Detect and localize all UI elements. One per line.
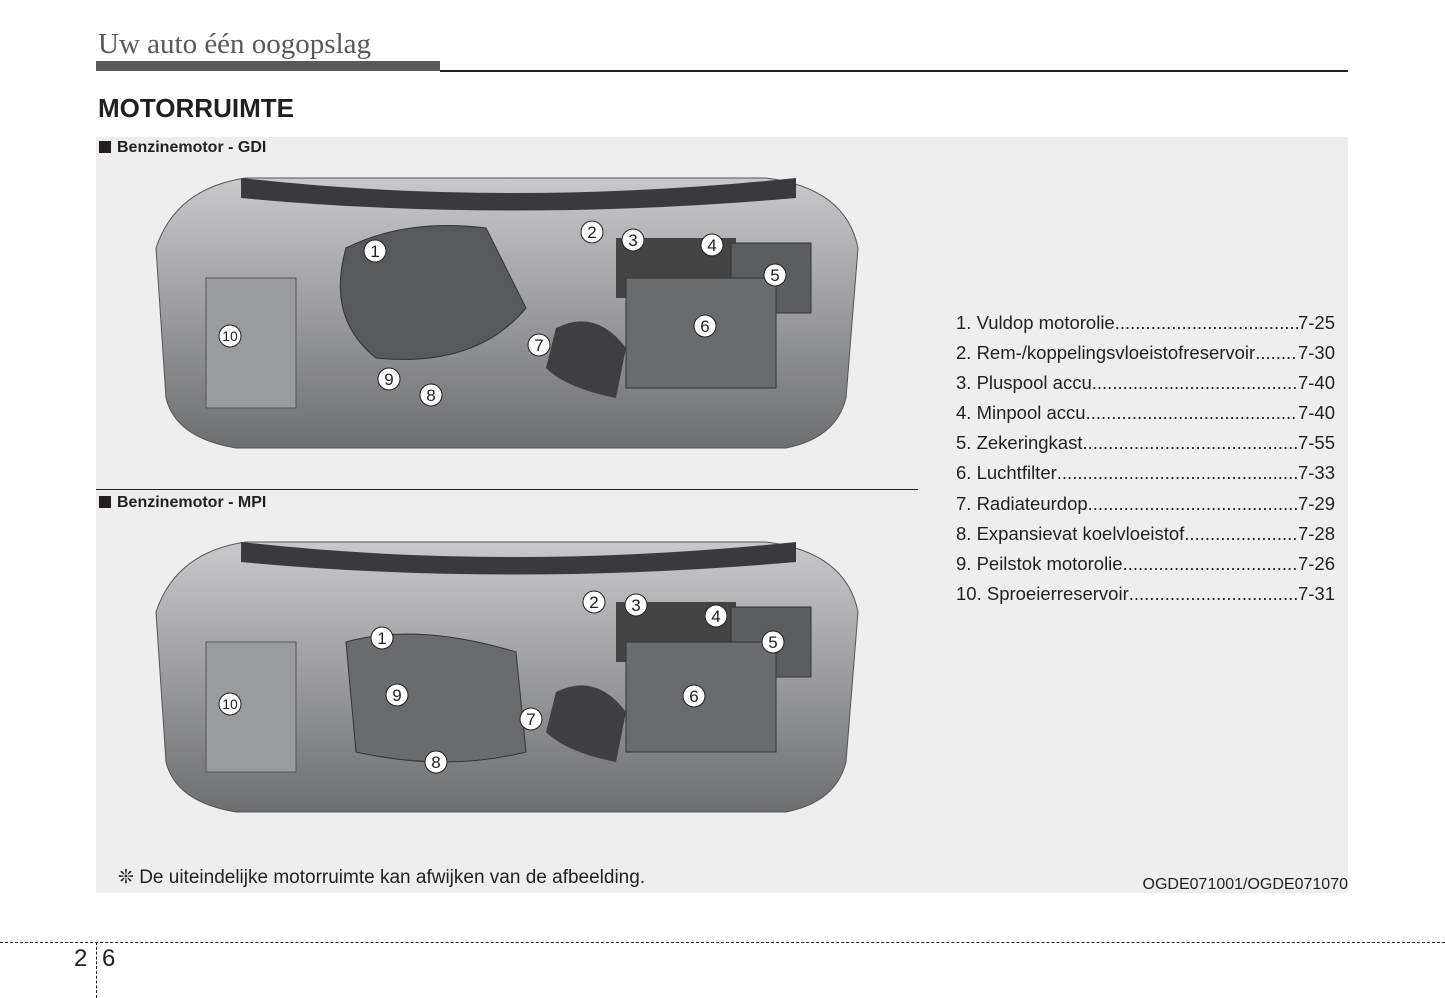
engine-illustration-gdi: 1 2 3 4 5 6 7 8 9 10 [155, 177, 859, 449]
svg-text:4: 4 [707, 236, 716, 255]
svg-text:9: 9 [384, 370, 393, 389]
callout-10: 10 [218, 692, 242, 716]
svg-text:3: 3 [631, 596, 640, 615]
svg-text:10: 10 [222, 328, 238, 344]
page-number-chapter: 2 [74, 945, 88, 972]
callout-9: 9 [385, 683, 409, 707]
callout-5: 5 [763, 263, 787, 287]
callout-10: 10 [218, 324, 242, 348]
svg-text:4: 4 [711, 607, 720, 626]
callout-2: 2 [582, 590, 606, 614]
callout-7: 7 [527, 333, 551, 357]
callout-6: 6 [682, 684, 706, 708]
legend-item: 2. Rem-/koppelingsvloeistofreservoir7-30 [956, 342, 1335, 372]
section-label-gdi: Benzinemotor - GDI [99, 139, 266, 157]
svg-text:9: 9 [392, 686, 401, 705]
callout-4: 4 [704, 604, 728, 628]
callout-9: 9 [377, 367, 401, 391]
legend-item: 3. Pluspool accu7-40 [956, 372, 1335, 402]
chapter-title: Uw auto één oogopslag [98, 28, 372, 60]
svg-text:5: 5 [768, 633, 777, 652]
legend-item: 7. Radiateurdop7-29 [956, 493, 1335, 523]
callout-5: 5 [761, 630, 785, 654]
page-title: MOTORRUIMTE [98, 93, 294, 123]
svg-text:1: 1 [377, 629, 386, 648]
callout-8: 8 [419, 383, 443, 407]
svg-text:7: 7 [526, 710, 535, 729]
page-number: 6 [102, 945, 116, 972]
svg-text:6: 6 [700, 317, 709, 336]
legend-item: 4. Minpool accu7-40 [956, 402, 1335, 432]
callout-4: 4 [700, 233, 724, 257]
legend-item: 10. Sproeierreservoir7-31 [956, 583, 1335, 613]
svg-text:6: 6 [689, 687, 698, 706]
svg-text:3: 3 [628, 231, 637, 250]
figure-code: OGDE071001/OGDE071070 [1142, 876, 1348, 893]
legend-item: 9. Peilstok motorolie7-26 [956, 553, 1335, 583]
callout-7: 7 [519, 707, 543, 731]
legend-item: 1. Vuldop motorolie7-25 [956, 312, 1335, 342]
page-number-divider [96, 942, 97, 998]
section-label-mpi: Benzinemotor - MPI [99, 494, 266, 512]
component-legend: 1. Vuldop motorolie7-25 2. Rem-/koppelin… [956, 312, 1335, 613]
footer-rule [0, 942, 1445, 943]
svg-text:7: 7 [534, 336, 543, 355]
svg-text:2: 2 [589, 593, 598, 612]
legend-item: 8. Expansievat koelvloeistof7-28 [956, 523, 1335, 553]
engine-illustration-mpi: 1 2 3 4 5 6 7 8 9 10 [155, 541, 859, 813]
svg-text:2: 2 [587, 223, 596, 242]
callout-6: 6 [693, 314, 717, 338]
svg-text:1: 1 [370, 242, 379, 261]
callout-1: 1 [370, 626, 394, 650]
disclaimer-note: ❊ De uiteindelijke motorruimte kan afwij… [118, 867, 646, 888]
svg-text:10: 10 [222, 696, 238, 712]
svg-text:5: 5 [770, 266, 779, 285]
section-divider [96, 489, 918, 490]
header-rule [440, 70, 1348, 72]
svg-text:8: 8 [426, 386, 435, 405]
svg-text:8: 8 [431, 753, 440, 772]
callout-8: 8 [424, 750, 448, 774]
legend-item: 5. Zekeringkast7-55 [956, 432, 1335, 462]
callout-2: 2 [580, 220, 604, 244]
callout-1: 1 [363, 239, 387, 263]
callout-3: 3 [621, 228, 645, 252]
header-bar [96, 61, 440, 71]
legend-item: 6. Luchtfilter7-33 [956, 462, 1335, 492]
callout-3: 3 [624, 593, 648, 617]
